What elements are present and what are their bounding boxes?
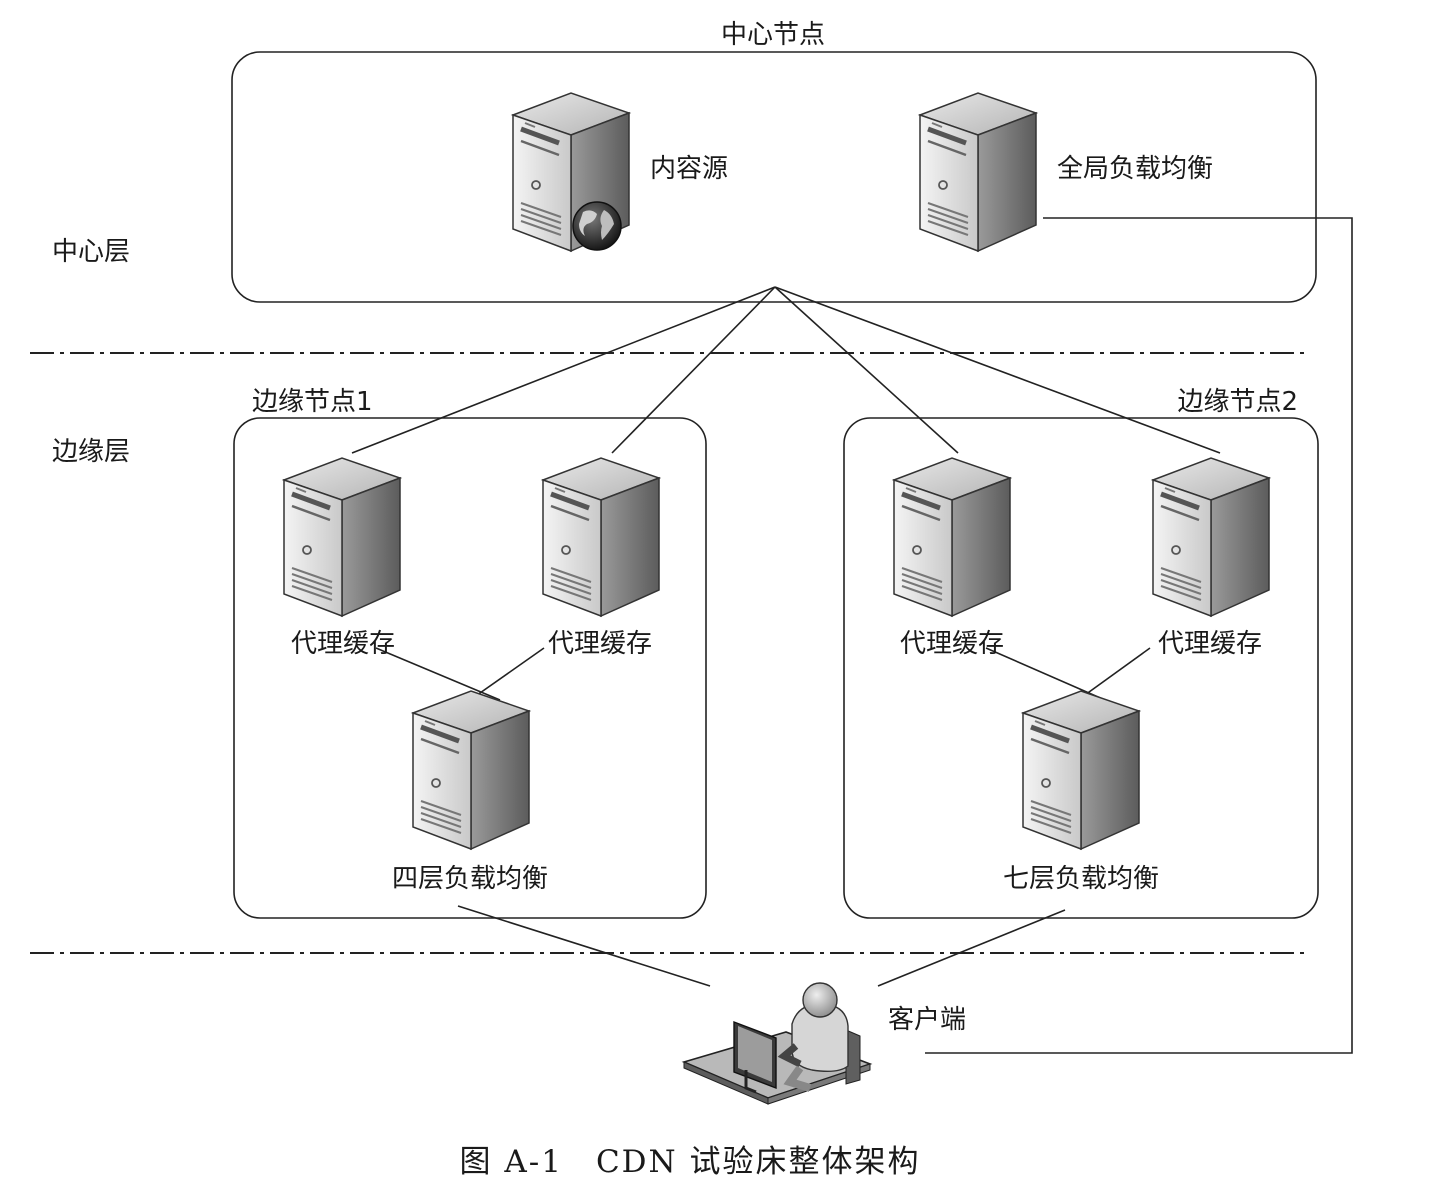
edge1-l4-lb-server-icon [413,691,529,849]
edge-node-1-title: 边缘节点1 [252,387,373,417]
edge2-cache-b-server-icon [1153,458,1269,616]
client-label: 客户端 [888,1005,966,1035]
center-layer-label: 中心层 [52,237,130,267]
edge2-l7-lb-server-icon [1023,691,1139,849]
center-node-title: 中心节点 [721,20,825,50]
user-workstation-icon [681,982,873,1105]
connectors [351,217,1353,1054]
origin-label: 内容源 [650,154,728,184]
edge2-cache-a-server-icon [894,458,1010,616]
edge1-cache-b-server-icon [543,458,659,616]
edge1-cache-b-label: 代理缓存 [548,629,652,659]
edge2-lb-label: 七层负载均衡 [1003,864,1159,894]
edge-node-1-box [233,417,707,919]
edge1-lb-label: 四层负载均衡 [392,864,548,894]
edge-node-2-title: 边缘节点2 [1177,387,1298,417]
center-node-box [231,51,1317,303]
edge-layer-label: 边缘层 [52,437,130,467]
edge1-cache-a-server-icon [284,458,400,616]
glb-label: 全局负载均衡 [1057,154,1213,184]
edge1-cache-a-label: 代理缓存 [291,629,395,659]
glb-server-icon [920,93,1036,251]
globe-icon [572,201,622,251]
figure-caption: 图 A-1 CDN 试验床整体架构 [460,1144,921,1180]
edge2-cache-b-label: 代理缓存 [1158,629,1262,659]
edge2-cache-a-label: 代理缓存 [900,629,1004,659]
edge-node-2-box [843,417,1319,919]
